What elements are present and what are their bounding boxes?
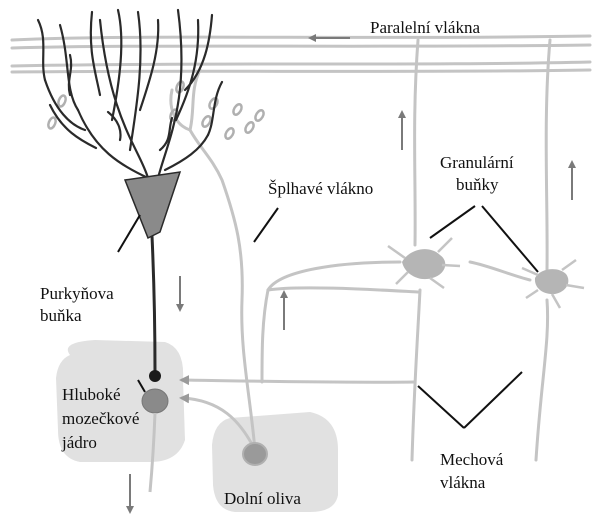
deep-nuclei-label-line-3: jádro	[62, 431, 139, 455]
granule-cells-label-line-1: Granulární	[440, 152, 514, 174]
climbing-pointer	[254, 208, 278, 242]
granule-cell-2	[522, 260, 584, 308]
purkinje-pointer	[118, 215, 140, 252]
mossy-pointer-right	[464, 372, 522, 428]
inferior-olive-label: Dolní oliva	[224, 488, 301, 510]
direction-arrows	[130, 38, 572, 512]
purkinje-cell-label-line-2: buňka	[40, 305, 114, 327]
parallel-fibers-label: Paralelní vlákna	[370, 17, 480, 39]
granule-pointer-right	[482, 206, 538, 272]
parallel-fibers	[12, 36, 590, 72]
climbing-fiber-label: Šplhavé vlákno	[268, 178, 373, 200]
deep-nuclei-label: Hluboké mozečkové jádro	[62, 383, 139, 455]
purkinje-cell-label-line-1: Purkyňova	[40, 283, 114, 305]
deep-nuclei-label-line-2: mozečkové	[62, 407, 139, 431]
deep-nucleus-neuron	[142, 389, 168, 413]
olive-neuron	[243, 443, 267, 465]
deep-nuclei-label-line-1: Hluboké	[62, 383, 139, 407]
purkinje-cell-label: Purkyňova buňka	[40, 283, 114, 327]
mossy-pointer-left	[418, 386, 464, 428]
granule-cells-label: Granulární buňky	[440, 152, 514, 196]
climbing-fiber	[171, 70, 255, 450]
mossy-fibers-label-line-2: vlákna	[440, 471, 503, 494]
granule-pointer-left	[430, 206, 475, 238]
fiber-varicosities	[48, 82, 263, 139]
granule-cells-label-line-2: buňky	[456, 174, 514, 196]
mossy-fibers-label: Mechová vlákna	[440, 448, 503, 494]
axon-terminal	[149, 370, 161, 382]
mossy-fibers-label-line-1: Mechová	[440, 448, 503, 471]
